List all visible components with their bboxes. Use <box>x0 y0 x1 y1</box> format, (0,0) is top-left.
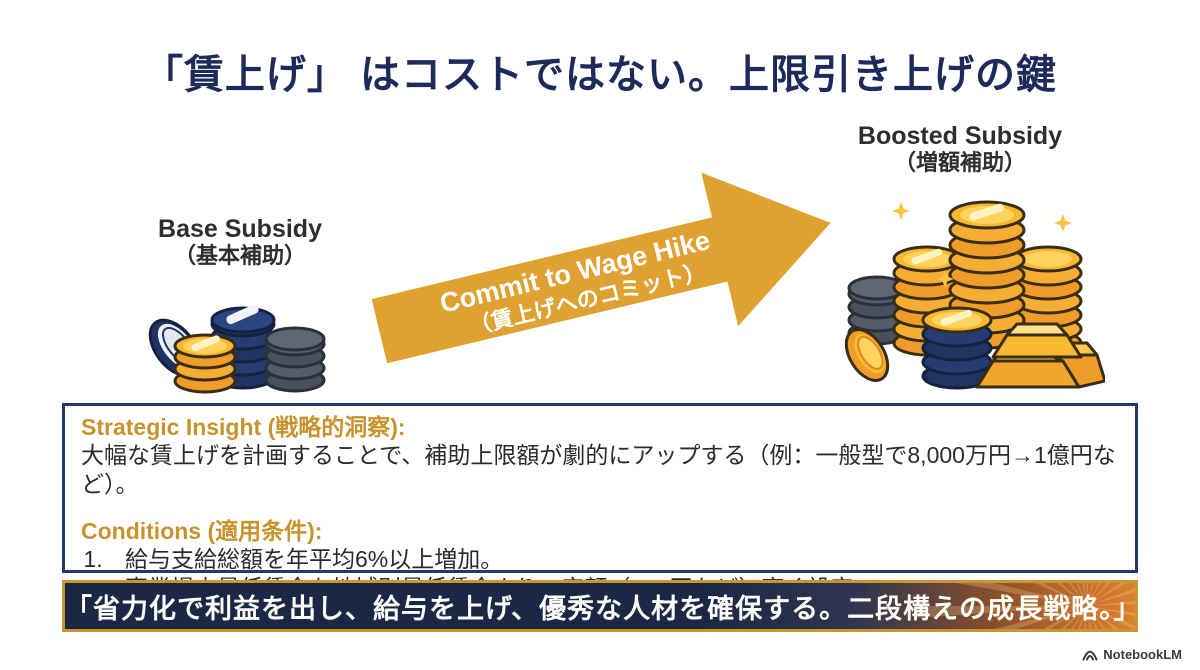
slate-coin-stack <box>264 326 326 393</box>
boosted-coins-icon <box>844 200 1105 390</box>
conditions-heading: Conditions (適用条件): <box>81 518 323 544</box>
page-title: 「賃上げ」 はコストではない。上限引き上げの鍵 <box>142 53 1058 97</box>
condition-item: 給与支給総額を年平均6%以上増加。 <box>109 545 1119 574</box>
arrow-shape <box>371 172 831 364</box>
starburst-decoration <box>915 583 1135 629</box>
boosted-subsidy-label-ja: （増額補助） <box>893 150 1026 175</box>
gold-bars-icon <box>975 322 1105 389</box>
wage-hike-arrow: Commit to Wage Hike （賃上げへのコミット） <box>371 172 831 364</box>
base-subsidy-label-en: Base Subsidy <box>158 215 322 243</box>
boosted-subsidy-label: Boosted Subsidy （増額補助） <box>820 122 1100 176</box>
navy-front-stack <box>921 306 993 390</box>
footer-brand: NotebookLM <box>1082 647 1182 662</box>
base-coins-icon <box>148 304 326 394</box>
base-subsidy-label: Base Subsidy （基本補助） <box>120 215 360 269</box>
tilted-gold-coin <box>844 328 890 382</box>
quote-banner: 「省力化で利益を出し、給与を上げ、優秀な人材を確保する。二段構えの成長戦略。」 <box>62 580 1138 632</box>
sparkle-icon <box>1054 214 1072 232</box>
quote-text: 「省力化で利益を出し、給与を上げ、優秀な人材を確保する。二段構えの成長戦略。」 <box>65 593 1138 624</box>
gold-coin-stack <box>173 333 237 394</box>
left-gold-stack <box>892 245 962 357</box>
footer-brand-text: NotebookLM <box>1103 647 1182 662</box>
strategic-insight-body: 大幅な賃上げを計画することで、補助上限額が劇的にアップする（例：一般型で8,00… <box>81 442 1116 497</box>
sparkle-icon <box>892 202 910 220</box>
strategic-insight-heading: Strategic Insight (戦略的洞察): <box>81 414 406 440</box>
notebooklm-logo-icon <box>1082 650 1098 660</box>
info-box: Strategic Insight (戦略的洞察): 大幅な賃上げを計画すること… <box>62 403 1138 601</box>
boosted-subsidy-label-en: Boosted Subsidy <box>857 122 1063 150</box>
base-subsidy-label-ja: （基本補助） <box>173 243 306 268</box>
